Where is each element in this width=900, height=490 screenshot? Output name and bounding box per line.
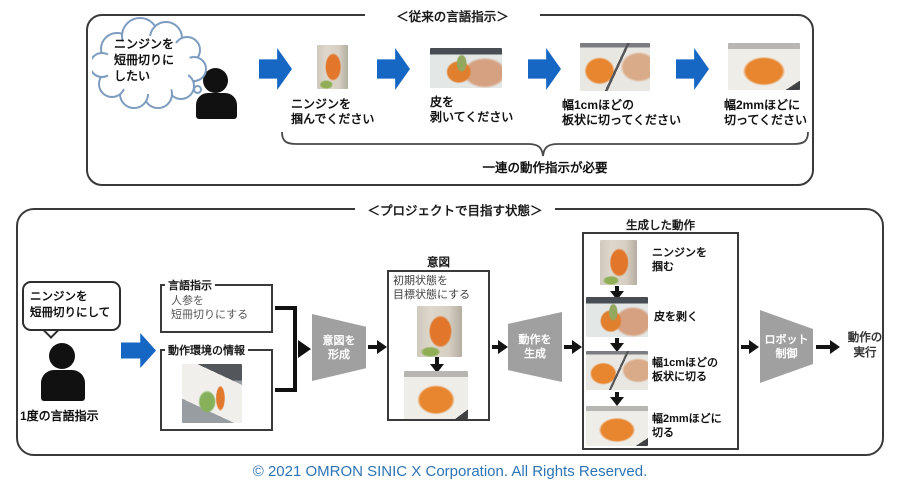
generated-step-label: 幅2mmほどに 切る [652,413,722,439]
step-label: ニンジンを 掴んでください [291,97,375,126]
peeling-photo [430,48,502,88]
flow-arrow-icon [564,340,582,354]
step-label: 幅1cmほどの 板状に切ってください [562,98,682,127]
step-label: 皮を 剥いてください [430,95,514,124]
generated-step-label: 幅1cmほどの 板状に切る [652,357,719,383]
flow-arrow-icon [816,340,840,354]
carrot-photo [317,45,348,89]
generated-actions-box-label: 生成した動作 [626,220,695,232]
speech-bubble: ニンジンを 短冊切りにして [22,281,121,331]
merge-arrow-icon [298,340,311,358]
cutting-1cm-photo [586,351,648,390]
person-icon [41,370,85,401]
sliced-2mm-photo [404,371,468,419]
cutting-1cm-photo [580,43,650,91]
generated-step-label: ニンジンを 掴む [652,247,707,273]
carrot-photo [600,240,637,285]
sliced-2mm-photo [586,406,648,446]
merge-bracket [275,388,297,392]
flow-arrow-icon [492,340,508,354]
peeling-photo [586,297,648,337]
down-arrow-icon [610,338,624,352]
flow-arrow-icon [741,340,759,354]
merge-bracket [275,306,297,310]
top-panel-title: ＜従来の言語指示＞ [365,6,540,25]
sliced-2mm-photo [728,43,800,90]
thought-bubble-icon [89,17,210,111]
thought-bubble-text: ニンジンを 短冊切りに したい [114,37,175,83]
result-label: 動作の 実行 [847,332,883,359]
down-arrow-icon [610,286,624,300]
down-arrow-icon [610,392,624,406]
person-caption: 1度の言語指示 [20,409,99,423]
down-arrow-icon [430,357,444,373]
person-icon [196,93,237,119]
person-icon [203,68,228,93]
environment-info-box-label: 動作環境の情報 [165,342,248,358]
person-icon [49,343,75,369]
brace-caption: 一連の動作指示が必要 [482,161,608,175]
merge-bracket [293,306,297,392]
language-instruction-box-label: 言語指示 [165,277,215,293]
intent-box-text: 初期状態を 目標状態にする [393,275,471,301]
action-generation-process: 動作を 生成 [508,312,562,382]
flow-arrow-icon [368,340,387,354]
intent-formation-process: 意図を 形成 [312,314,366,381]
brace-icon [280,131,810,158]
copyright-text: © 2021 OMRON SINIC X Corporation. All Ri… [252,463,648,480]
generated-step-label: 皮を剥く [654,311,698,323]
carrot-photo [417,306,462,357]
bottom-panel-title: ＜プロジェクトで目指す状態＞ [355,200,555,219]
language-instruction-text: 人参を 短冊切りにする [171,295,249,321]
intent-box-label: 意図 [427,257,450,269]
step-label: 幅2mmほどに 切ってください [724,98,808,127]
workspace-photo [182,364,242,423]
